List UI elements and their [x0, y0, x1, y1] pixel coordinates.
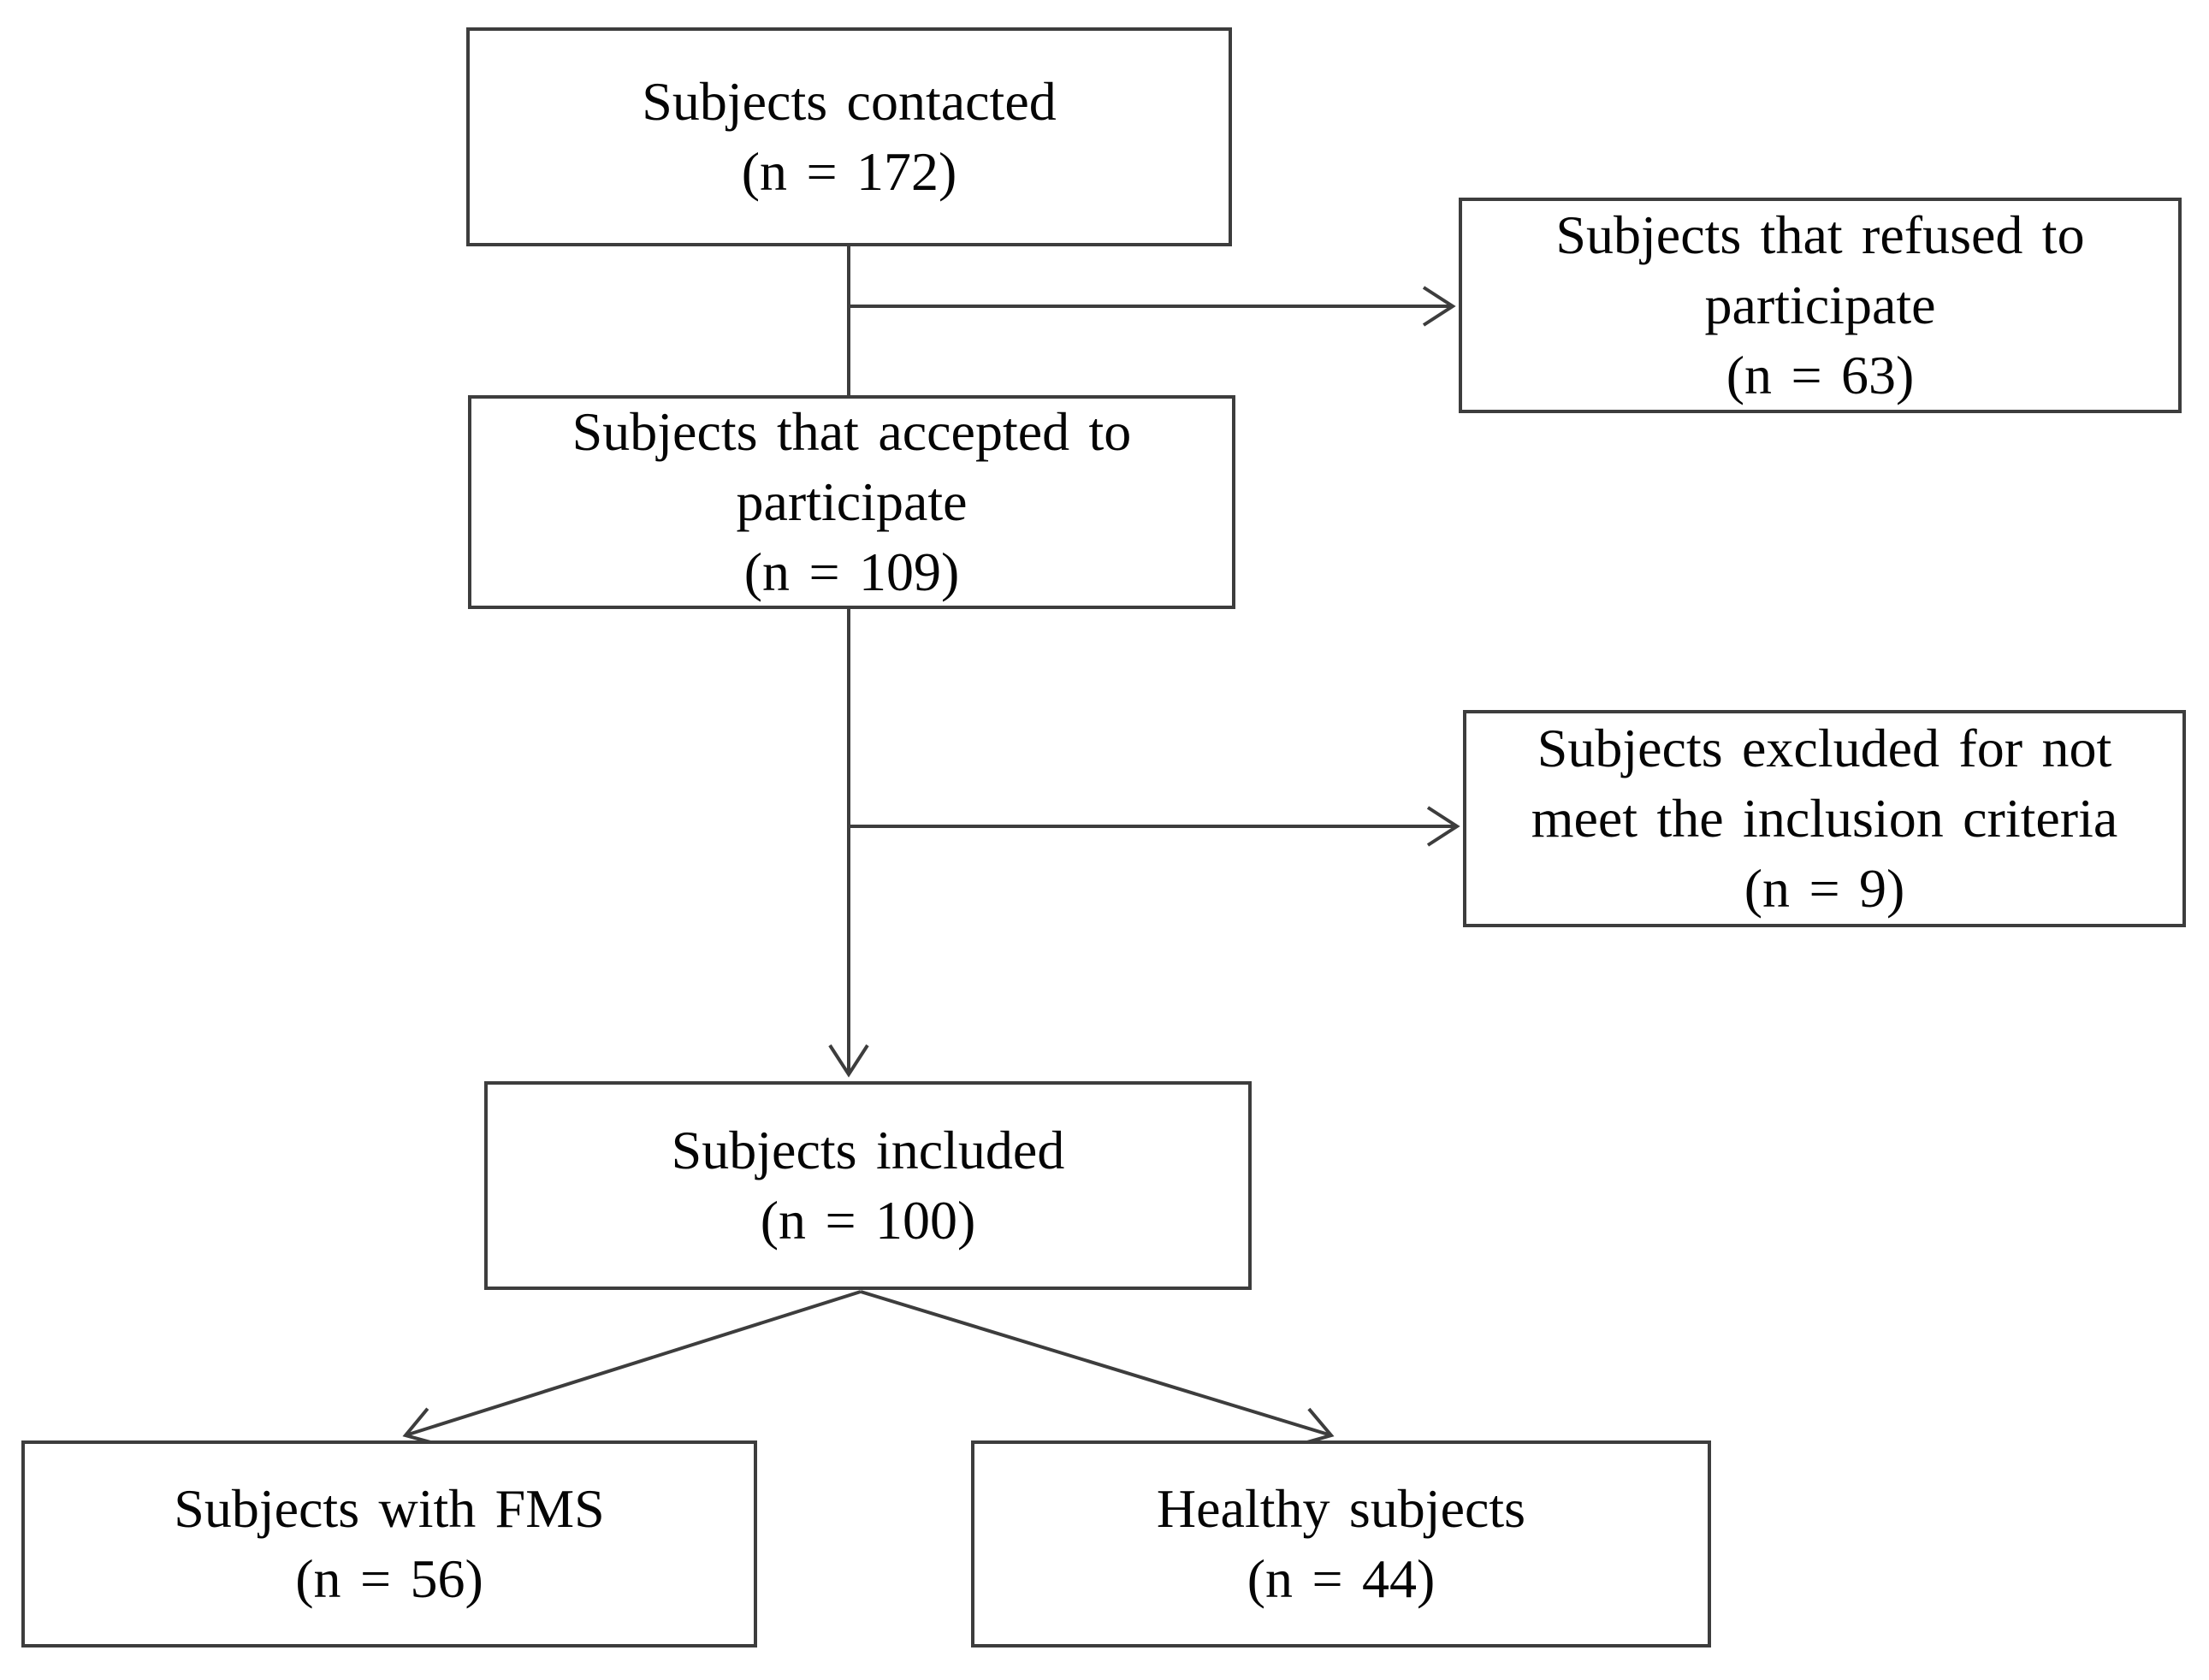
flow-node-subjects-included: Subjects included (n = 100)	[484, 1081, 1252, 1290]
node-count: (n = 44)	[1247, 1548, 1436, 1609]
edge-included-healthy	[860, 1290, 1335, 1447]
node-count: (n = 9)	[1744, 857, 1905, 919]
node-label: Subjects contacted	[642, 71, 1057, 133]
node-count: (n = 100)	[760, 1190, 976, 1251]
node-label: Subjects that accepted to	[571, 401, 1132, 463]
node-label: Subjects that refused to	[1555, 204, 2085, 266]
node-label: participate	[1704, 275, 1936, 336]
node-label: Subjects excluded for not	[1537, 718, 2112, 779]
node-label: meet the inclusion criteria	[1531, 788, 2118, 849]
node-label: participate	[736, 471, 968, 533]
flow-node-refused-to-participate: Subjects that refused to participate (n …	[1459, 198, 2182, 413]
flow-node-subjects-with-fms: Subjects with FMS (n = 56)	[21, 1440, 757, 1647]
flow-node-excluded-inclusion-criteria: Subjects excluded for not meet the inclu…	[1463, 710, 2186, 927]
node-count: (n = 109)	[743, 541, 960, 602]
edge-included-fms	[402, 1290, 862, 1446]
node-label: Subjects included	[671, 1120, 1065, 1181]
flow-node-healthy-subjects: Healthy subjects (n = 44)	[971, 1440, 1711, 1647]
node-count: (n = 56)	[295, 1548, 483, 1609]
flow-node-subjects-contacted: Subjects contacted (n = 172)	[466, 27, 1232, 246]
node-count: (n = 172)	[741, 141, 957, 202]
node-label: Healthy subjects	[1156, 1478, 1526, 1540]
node-label: Subjects with FMS	[174, 1478, 605, 1540]
flow-node-accepted-to-participate: Subjects that accepted to participate (n…	[468, 395, 1235, 609]
node-count: (n = 63)	[1726, 344, 1915, 405]
